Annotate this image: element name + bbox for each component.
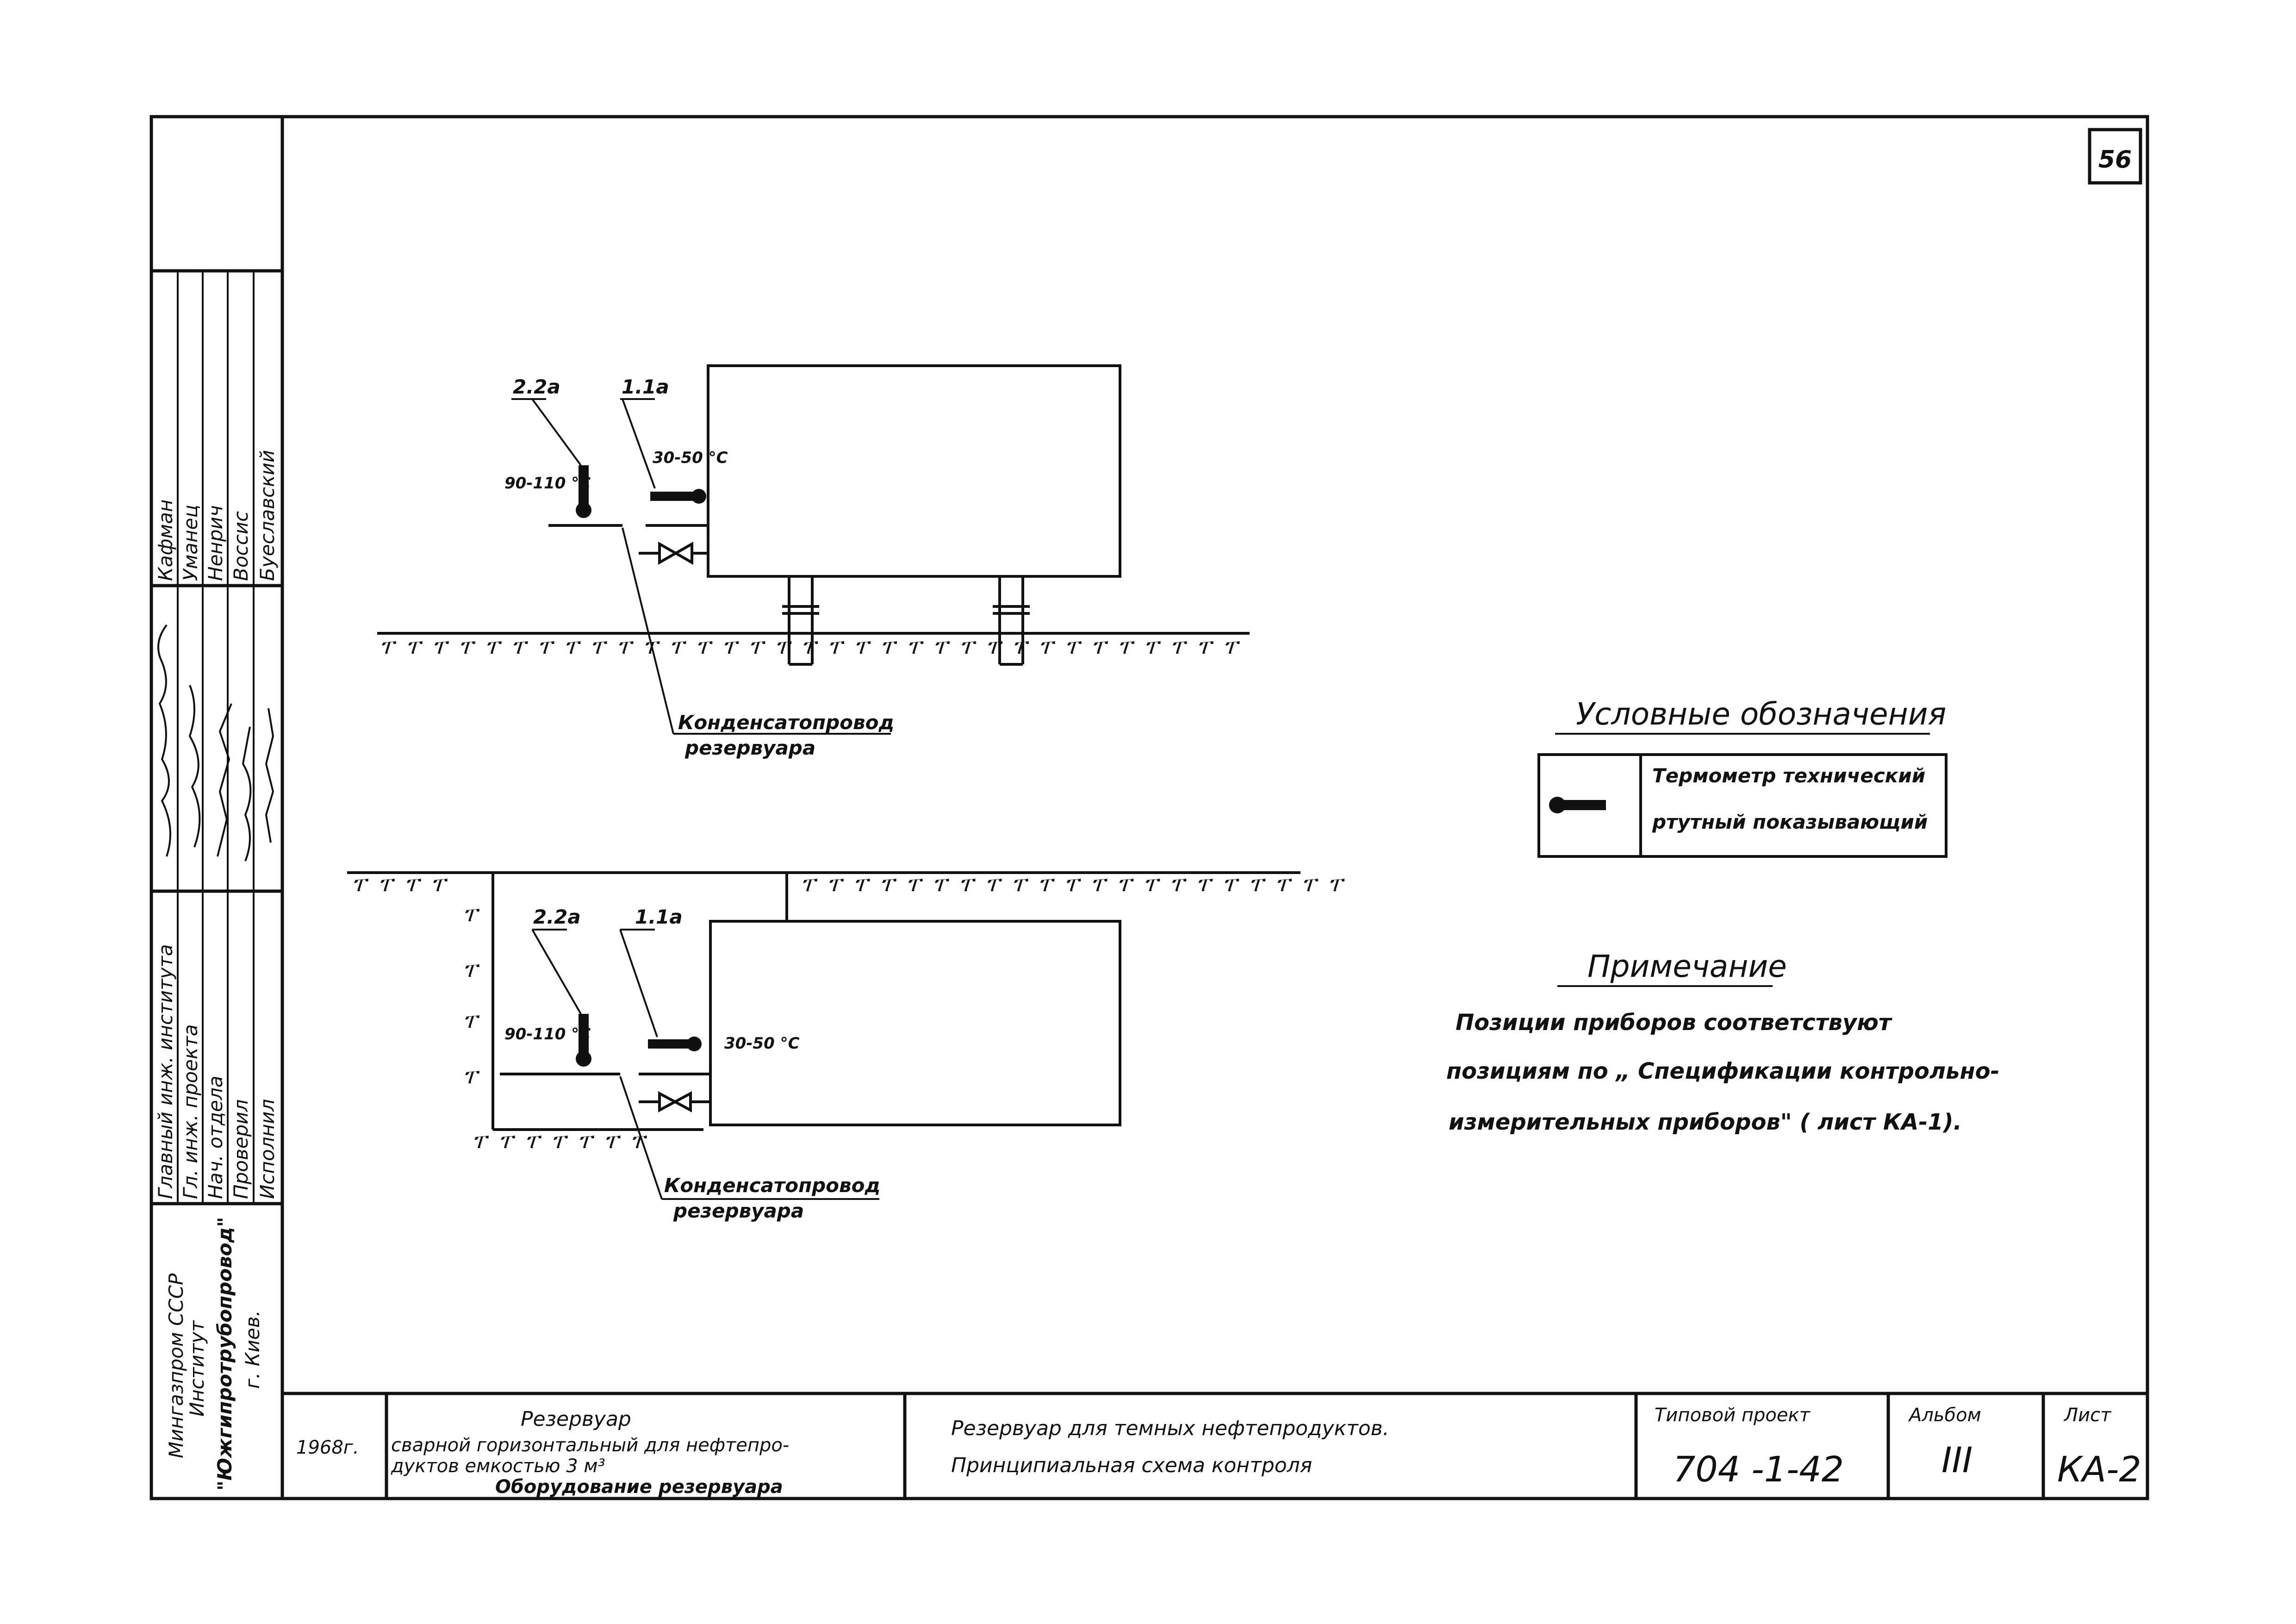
name-4: Воссис [230, 511, 252, 581]
svg-text:ፐ: ፐ [463, 1065, 480, 1088]
range-label: 30-50 °С [653, 449, 728, 467]
condensate-line-label: Конденсатопровод [664, 1174, 880, 1197]
range-label: 90-110 °С [504, 1025, 591, 1043]
condensate-line-label: Конденсатопровод [678, 711, 894, 734]
role-executed: Исполнил [256, 1099, 279, 1199]
position-label: 2.2а [513, 375, 560, 398]
org-institute-name: "Южгипротрубопровод" [213, 1217, 236, 1491]
position-label: 1.1а [635, 906, 683, 928]
role-dept-head: Нач. отдела [204, 1076, 227, 1199]
object-title: Резервуар [521, 1407, 631, 1431]
album-label: Альбом [1908, 1405, 1981, 1426]
position-label: 1.1а [622, 375, 669, 398]
legend-box [1537, 753, 1948, 858]
name-1: Кафман [154, 500, 177, 581]
thermometer-icon [1553, 800, 1606, 810]
org-institute-label: Институт [186, 1320, 208, 1417]
role-checked: Проверил [230, 1099, 252, 1199]
object-line: сварной горизонтальный для нефтепро- [391, 1435, 789, 1456]
note-line: позициям по „ Спецификации контрольно- [1446, 1058, 2000, 1084]
signatures [157, 624, 274, 862]
year: 1968г. [296, 1437, 359, 1458]
legend-entry-line: ртутный показывающий [1652, 811, 1928, 833]
ground-hatch-bottom: ፐ ፐ ፐ ፐ [352, 873, 448, 896]
legend: Условные обозначения Термометр техническ… [1537, 696, 1948, 858]
title-block: 1968г. Резервуар сварной горизонтальный … [282, 1392, 2147, 1499]
drawing-title: Принципиальная схема контроля [951, 1454, 1312, 1477]
thermometer-icon [579, 465, 589, 509]
condensate-line-label: резервуара [684, 737, 815, 759]
note-line: Позиции приборов соответствуют [1456, 1010, 1893, 1036]
object-line: дуктов емкостью 3 м³ [391, 1455, 605, 1477]
svg-text:ፐ: ፐ [463, 903, 480, 926]
ground-hatch-top: ፐ ፐ ፐ ፐ ፐ ፐ ፐ ፐ ፐ ፐ ፐ ፐ ፐ ፐ ፐ ፐ ፐ ፐ ፐ ፐ … [380, 635, 1240, 659]
sheet-value: КА-2 [2057, 1449, 2141, 1490]
page-number: 56 [2098, 146, 2132, 174]
album-value: III [1941, 1439, 1972, 1480]
range-label: 30-50 °С [724, 1034, 800, 1053]
tank-top [707, 364, 1121, 578]
project-label: Типовой проект [1655, 1405, 1811, 1426]
sheet-label: Лист [2063, 1405, 2112, 1426]
thermometer-icon [579, 1014, 589, 1058]
name-5: Буеславский [256, 450, 279, 581]
legend-heading: Условные обозначения [1576, 696, 1946, 732]
role-project-engineer: Гл. инж. проекта [179, 1024, 202, 1199]
ground-hatch-bottom: ፐ ፐ ፐ ፐ ፐ ፐ ፐ ፐ ፐ ፐ ፐ ፐ ፐ ፐ ፐ ፐ ፐ ፐ ፐ ፐ … [801, 873, 1345, 896]
tank-bottom [709, 920, 1121, 1126]
project-number: 704 -1-42 [1673, 1449, 1844, 1490]
name-2: Уманец [179, 505, 202, 581]
diagram-top: ፐ ፐ ፐ ፐ ፐ ፐ ፐ ፐ ፐ ፐ ፐ ፐ ፐ ፐ ፐ ፐ ፐ ፐ ፐ ፐ … [377, 364, 1250, 759]
note: Примечание Позиции приборов соответствую… [1446, 949, 2000, 1135]
org-ministry: Мингазпром СССР [165, 1273, 187, 1458]
side-stamp: Главный инж. института Гл. инж. проекта … [151, 269, 282, 1491]
page-number-box [2088, 128, 2142, 185]
condensate-line-label: резервуара [673, 1199, 804, 1222]
object-line: Оборудование резервуара [495, 1476, 783, 1498]
svg-text:ፐ ፐ ፐ ፐ ፐ ፐ ፐ: ፐ ፐ ፐ ፐ ፐ ፐ ፐ [472, 1130, 647, 1153]
outer-frame [149, 115, 2149, 1500]
org-city: г. Киев. [241, 1310, 264, 1389]
legend-entry-line: Термометр технический [1652, 764, 1925, 787]
role-chief-engineer: Главный инж. института [154, 944, 177, 1199]
thermometer-icon [650, 492, 701, 501]
svg-text:ፐ: ፐ [463, 1009, 480, 1033]
note-line: измерительных приборов" ( лист КА-1). [1449, 1109, 1962, 1135]
drawing-title: Резервуар для темных нефтепродуктов. [951, 1417, 1389, 1440]
name-3: Ненрич [204, 505, 227, 581]
svg-text:ፐ: ፐ [463, 958, 480, 982]
range-label: 90-110 °С [504, 474, 591, 493]
thermometer-icon [648, 1039, 699, 1049]
diagram-bottom: ፐ ፐ ፐ ፐ ፐ ፐ ፐ ፐ ፐ ፐ ፐ ፐ ፐ ፐ ፐ ፐ ፐ ፐ ፐ ፐ … [347, 871, 1345, 1222]
note-heading: Примечание [1587, 949, 1787, 984]
position-label: 2.2а [533, 906, 581, 928]
